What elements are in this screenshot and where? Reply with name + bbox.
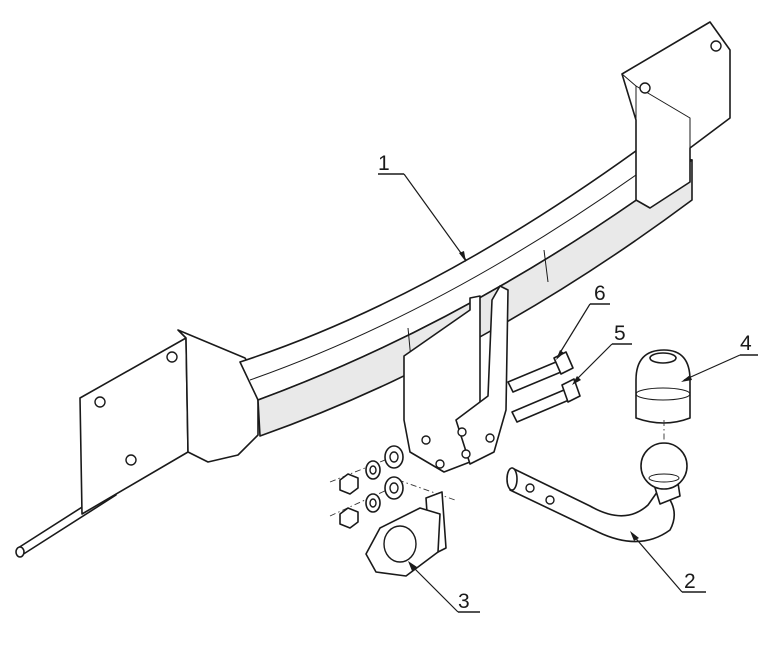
nuts-and-washers: [329, 445, 456, 529]
callout-label-1: 1: [378, 152, 390, 175]
callout-5: 5: [572, 322, 632, 385]
callout-label-4: 4: [740, 332, 752, 355]
callout-2: 2: [630, 531, 706, 593]
callout-label-5: 5: [614, 322, 626, 345]
ball-cover: [635, 349, 691, 424]
callout-6: 6: [556, 282, 610, 360]
right-mounting-bracket: [621, 21, 731, 209]
tow-ball-neck: [506, 442, 688, 543]
center-mounting-plates: [403, 285, 509, 473]
callout-4: 4: [681, 332, 758, 382]
bolt-lower: [511, 378, 581, 423]
left-mounting-bracket: [15, 329, 259, 558]
callout-3: 3: [408, 561, 480, 613]
callout-label-2: 2: [684, 570, 696, 593]
callout-label-3: 3: [458, 590, 470, 613]
socket-plate: [365, 491, 447, 577]
callout-1: 1: [378, 152, 467, 262]
callout-label-6: 6: [594, 282, 606, 305]
